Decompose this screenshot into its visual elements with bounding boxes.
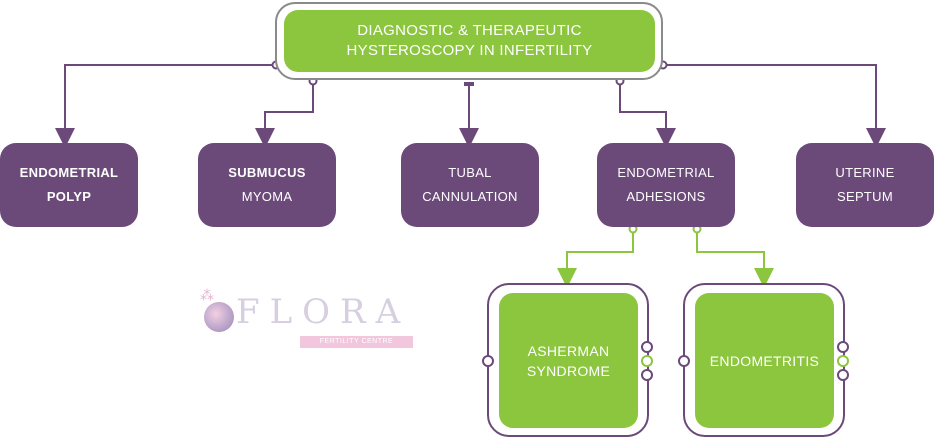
connector-endometrial-adhesions bbox=[619, 80, 676, 148]
frame-dot bbox=[641, 355, 653, 367]
node-label-line1: ENDOMETRITIS bbox=[709, 352, 820, 369]
node-label-line2: ADHESIONS bbox=[626, 189, 706, 204]
root-title-line2: HYSTEROSCOPY IN INFERTILITY bbox=[346, 42, 593, 59]
logo-name: FLORA bbox=[236, 292, 411, 332]
node-submucus-myoma: SUBMUCUS MYOMA bbox=[198, 143, 336, 227]
node-label-line1: ASHERMAN bbox=[527, 342, 610, 359]
logo-tagline: FERTILITY CENTRE bbox=[319, 338, 394, 345]
logo-spark-icon: ⁂ bbox=[200, 287, 214, 303]
connector-endometritis bbox=[696, 229, 774, 288]
node-asherman-syndrome: ASHERMAN SYNDROME bbox=[499, 293, 638, 428]
connector-asherman bbox=[557, 229, 634, 288]
frame-dot bbox=[678, 355, 690, 367]
frame-dot bbox=[482, 355, 494, 367]
node-label-line2: SYNDROME bbox=[526, 362, 611, 379]
connector-submucus-myoma bbox=[255, 80, 314, 148]
node-endometrial-adhesions: ENDOMETRIAL ADHESIONS bbox=[597, 143, 735, 227]
node-label-line2: SEPTUM bbox=[837, 189, 893, 204]
connector-uterine-septum bbox=[663, 64, 886, 148]
flora-logo-icon bbox=[204, 302, 234, 332]
node-uterine-septum: UTERINE SEPTUM bbox=[796, 143, 934, 227]
node-label-line1: ENDOMETRIAL bbox=[19, 165, 119, 180]
node-label-line1: UTERINE bbox=[835, 165, 895, 180]
connector-endometrial-polyp bbox=[55, 64, 276, 148]
frame-dot bbox=[837, 355, 849, 367]
node-label-line2: CANNULATION bbox=[422, 189, 518, 204]
root-node: DIAGNOSTIC & THERAPEUTIC HYSTEROSCOPY IN… bbox=[284, 10, 655, 72]
node-endometrial-polyp: ENDOMETRIAL POLYP bbox=[0, 143, 138, 227]
frame-dot bbox=[837, 341, 849, 353]
node-label-line2: MYOMA bbox=[241, 189, 293, 204]
frame-dot bbox=[837, 369, 849, 381]
frame-dot bbox=[641, 369, 653, 381]
logo-tagline-bar bbox=[300, 336, 413, 348]
node-label-line1: TUBAL bbox=[448, 165, 492, 180]
node-tubal-cannulation: TUBAL CANNULATION bbox=[401, 143, 539, 227]
node-endometritis: ENDOMETRITIS bbox=[695, 293, 834, 428]
frame-dot bbox=[641, 341, 653, 353]
node-label-line1: SUBMUCUS bbox=[228, 165, 306, 180]
node-label-line1: ENDOMETRIAL bbox=[617, 165, 715, 180]
root-title-line1: DIAGNOSTIC & THERAPEUTIC bbox=[357, 22, 582, 39]
node-label-line2: POLYP bbox=[46, 189, 92, 204]
root-gap-mark bbox=[464, 82, 474, 86]
